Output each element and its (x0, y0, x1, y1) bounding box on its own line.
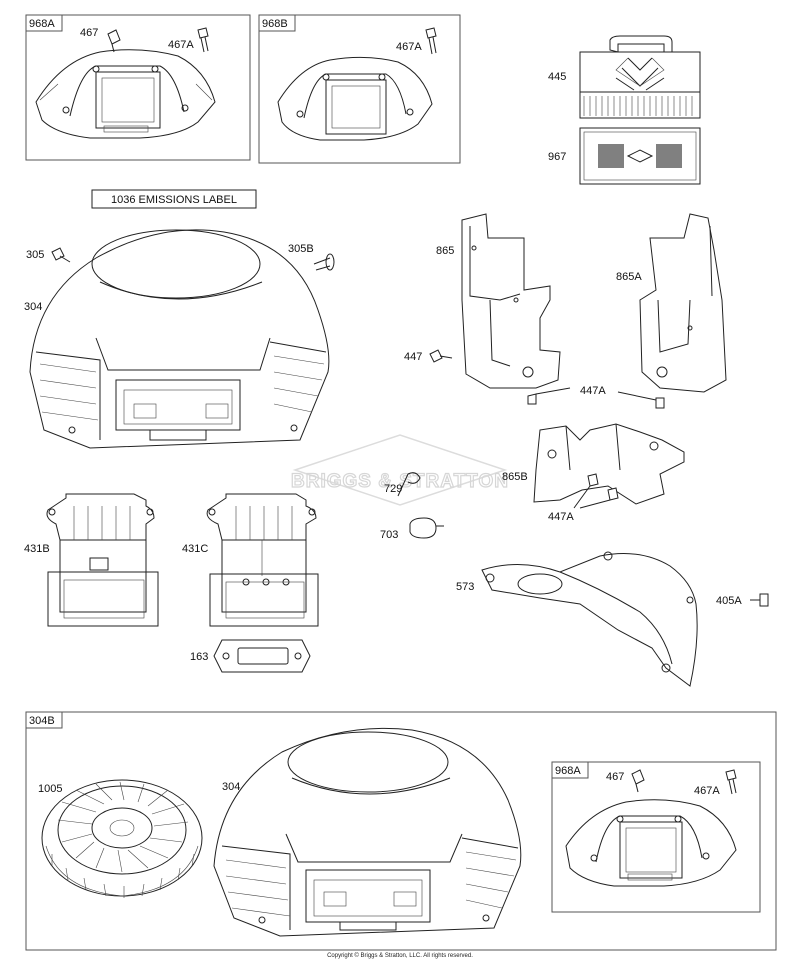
label-305: 305 (26, 249, 44, 261)
bolt-305b (313, 253, 335, 271)
label-447: 447 (404, 351, 422, 363)
box-968b-label: 968B (262, 18, 288, 30)
box-968b-frame (258, 14, 461, 164)
group-968a-top: 968A 467 467A (25, 14, 251, 161)
air-guide-431c (206, 493, 319, 627)
label-865: 865 (436, 245, 454, 257)
box-304b-frame (25, 711, 777, 951)
screw-467-inner (631, 769, 645, 793)
clamp-703 (409, 517, 444, 539)
bolt-405a (750, 593, 769, 607)
label-967: 967 (548, 151, 566, 163)
label-447a-lower: 447A (548, 511, 574, 523)
bolt-467a (197, 27, 209, 53)
label-467: 467 (80, 27, 98, 39)
shield-865b (533, 423, 685, 505)
label-467a: 467A (168, 39, 194, 51)
shroud-cover-968a-inner (565, 799, 737, 887)
label-865a: 865A (616, 271, 642, 283)
screws-447a-upper (527, 387, 665, 409)
box-968a-inner-label: 968A (555, 765, 581, 777)
label-865b: 865B (502, 471, 528, 483)
copyright-text: Copyright © Briggs & Stratton, LLC. All … (327, 952, 473, 959)
label-163: 163 (190, 651, 208, 663)
shield-865a (639, 213, 727, 393)
label-431b: 431B (24, 543, 50, 555)
box-968a-top-tag (25, 14, 63, 32)
box-968a-inner-frame (551, 761, 761, 913)
group-968b: 968B 467A (258, 14, 461, 164)
bolt-467a-inner (725, 769, 737, 795)
label-573: 573 (456, 581, 474, 593)
group-304b: 304B 1005 304 (25, 711, 777, 951)
label-467-inner: 467 (606, 771, 624, 783)
screw-305 (51, 247, 71, 263)
blower-housing-304-bottom (213, 727, 522, 937)
group-968a-inner: 968A 467 467A (551, 761, 761, 913)
screws-447a-lower (573, 473, 619, 509)
label-1005: 1005 (38, 783, 62, 795)
shroud-cover-968a (35, 49, 216, 139)
label-729: 729 (384, 483, 402, 495)
gasket-163 (213, 639, 311, 673)
box-968a-top-label: 968A (29, 18, 55, 30)
emissions-label-text: 1036 EMISSIONS LABEL (111, 194, 237, 206)
screw-447 (429, 349, 453, 363)
clip-729 (397, 472, 421, 497)
flywheel-fan-1005 (41, 779, 203, 898)
label-445: 445 (548, 71, 566, 83)
box-968a-top-frame (25, 14, 251, 161)
air-filter-445 (579, 35, 701, 119)
bracket-573 (481, 551, 698, 687)
label-304-bottom: 304 (222, 781, 240, 793)
shield-865 (461, 213, 561, 389)
bolt-467a-968b (425, 27, 437, 55)
box-968a-inner-tag (551, 761, 589, 779)
emissions-label: 1036 EMISSIONS LABEL (91, 189, 257, 209)
box-304b-label: 304B (29, 715, 55, 727)
box-968b-tag (258, 14, 296, 32)
air-guide-431b (46, 493, 159, 627)
blower-housing-304-top (29, 229, 330, 449)
screw-467 (107, 29, 121, 53)
watermark-text: BRIGGS & STRATTON (291, 471, 509, 492)
label-467a-968b: 467A (396, 41, 422, 53)
label-431c: 431C (182, 543, 208, 555)
label-703: 703 (380, 529, 398, 541)
brand-watermark: BRIGGS & STRATTON (290, 434, 509, 506)
label-467a-inner: 467A (694, 785, 720, 797)
label-305b: 305B (288, 243, 314, 255)
label-405a: 405A (716, 595, 742, 607)
pre-cleaner-967 (579, 127, 701, 185)
box-304b-tag (25, 711, 63, 729)
label-447a-upper: 447A (580, 385, 606, 397)
label-304-top: 304 (24, 301, 42, 313)
shroud-cover-968b (277, 56, 433, 141)
